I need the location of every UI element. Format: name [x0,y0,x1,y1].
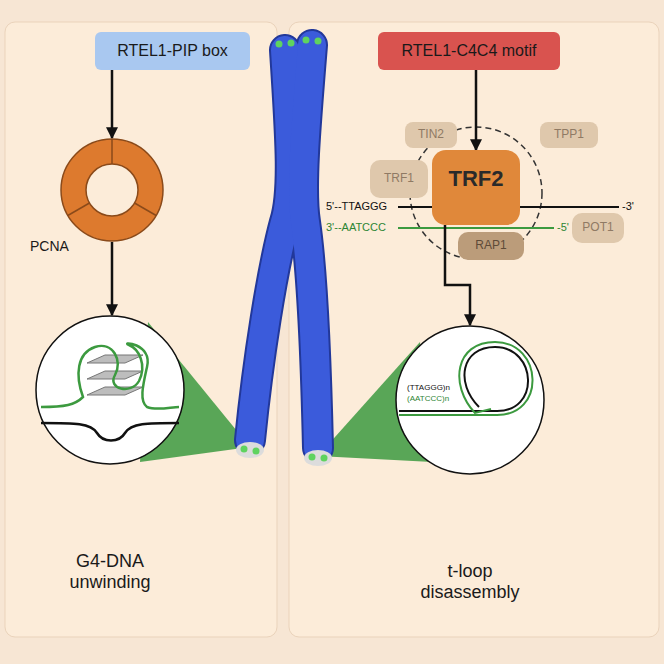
g-quadruplex [41,343,179,440]
node-label: TRF1 [384,172,414,186]
strand-end-label: -5' [557,221,569,234]
arrow-connector [111,242,114,315]
dna-strand [398,227,554,229]
protein-box: TRF1 [370,160,428,198]
caption-label: G4-DNA unwinding [45,551,175,592]
protein-box: TPP1 [540,122,598,148]
zoom-circle [36,316,184,464]
ring-divider [68,203,90,216]
protein-box: TIN2 [405,122,457,148]
ring-divider [111,139,113,164]
t-loop-structure [399,342,533,415]
ring-divider [135,203,157,216]
protein-box: POT1 [572,213,624,243]
pcna-node: PCNA [60,138,164,242]
arrow-connector [111,70,114,138]
right-panel [289,22,659,637]
node-label: TRF2 [449,166,504,191]
node-outline [35,315,185,465]
node-label: TIN2 [418,128,444,142]
node-label: TPP1 [554,128,584,142]
strand-label: 3'--AATCCC [326,221,386,234]
strand-label: 5'--TTAGGG [326,200,387,213]
repeat-label: (TTAGGG)n [407,383,450,392]
node-label: RTEL1-PIP box [117,42,228,60]
motif-box: RTEL1-PIP box [95,32,250,70]
trf2-box: TRF2 [432,150,520,225]
zoom-node: G4-DNA unwinding [35,315,185,465]
strand-end-label: -3' [622,200,634,213]
pcna-ring [61,139,163,241]
node-label: RTEL1-C4C4 motif [402,42,537,60]
zoom-circle [396,326,544,474]
caption-label: t-loop disassembly [405,561,535,602]
left-panel [5,22,277,637]
node-label: POT1 [582,221,613,235]
repeat-label: (AATCCC)n [407,394,449,403]
caption-label: PCNA [30,238,69,254]
chromosome [236,37,332,467]
protein-box: RAP1 [458,232,524,260]
motif-box: RTEL1-C4C4 motif [378,32,560,70]
node-outline [60,138,164,242]
node-label: RAP1 [475,239,506,253]
arrow-connector [475,70,478,150]
